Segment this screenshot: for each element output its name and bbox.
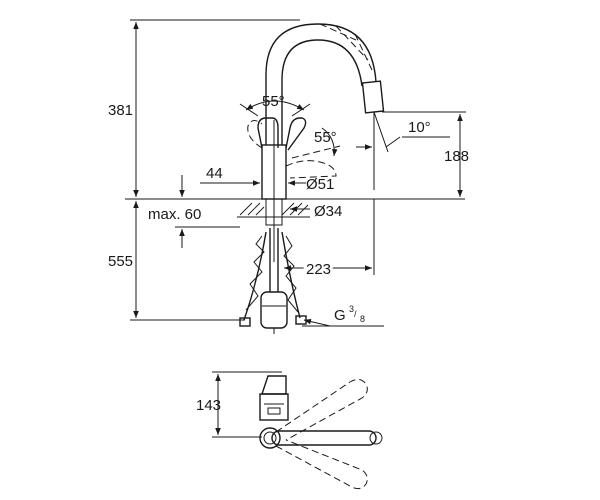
dim-lever-angle-side: 55°	[314, 127, 338, 157]
dim-label-381: 381	[108, 102, 133, 119]
dim-spout-height: 188	[382, 111, 469, 197]
dim-label-d34: Ø34	[314, 203, 342, 220]
dim-label-max60: max. 60	[148, 206, 201, 223]
dim-label-g-num: 3	[349, 304, 354, 314]
dim-label-555: 555	[108, 253, 133, 270]
dim-label-55-top: 55°	[262, 93, 285, 110]
dim-label-g-den: 8	[360, 314, 365, 324]
dim-total-height: 381	[108, 19, 300, 200]
faucet-spout	[265, 23, 385, 145]
dim-label-10: 10°	[408, 119, 431, 136]
plan-spout-swing	[275, 378, 368, 490]
dim-label-44: 44	[206, 165, 223, 182]
dim-lower-height: 555	[108, 201, 245, 321]
plan-lever	[259, 375, 289, 421]
dim-hole-diameter: Ø34	[290, 203, 342, 220]
dim-body-diameter: Ø51	[288, 176, 334, 193]
supply-hoses	[239, 228, 307, 334]
dim-label-143: 143	[196, 397, 221, 414]
dim-spray-angle: 10°	[356, 111, 450, 153]
dim-connection: G 3 / 8	[302, 304, 384, 327]
dim-hose-reach: 223	[284, 258, 372, 281]
dim-label-g: G	[334, 307, 346, 324]
dim-body-offset: 44	[200, 165, 260, 186]
fraction-slash: /	[354, 309, 357, 319]
plan-spout	[259, 427, 383, 449]
faucet-lever	[257, 117, 307, 151]
dim-plan-depth: 143	[196, 371, 282, 438]
dim-label-223: 223	[306, 261, 331, 278]
faucet-body	[261, 120, 287, 262]
dim-label-d51: Ø51	[306, 176, 334, 193]
elevation-view: 381 555 max. 60	[108, 19, 469, 334]
dim-label-188: 188	[444, 148, 469, 165]
lever-alt-positions	[247, 120, 341, 179]
dim-lever-angle-top: 55°	[239, 93, 311, 117]
dim-max-thickness: max. 60	[148, 175, 240, 248]
dim-label-55-side: 55°	[314, 129, 337, 146]
plan-view: 143	[196, 371, 383, 490]
